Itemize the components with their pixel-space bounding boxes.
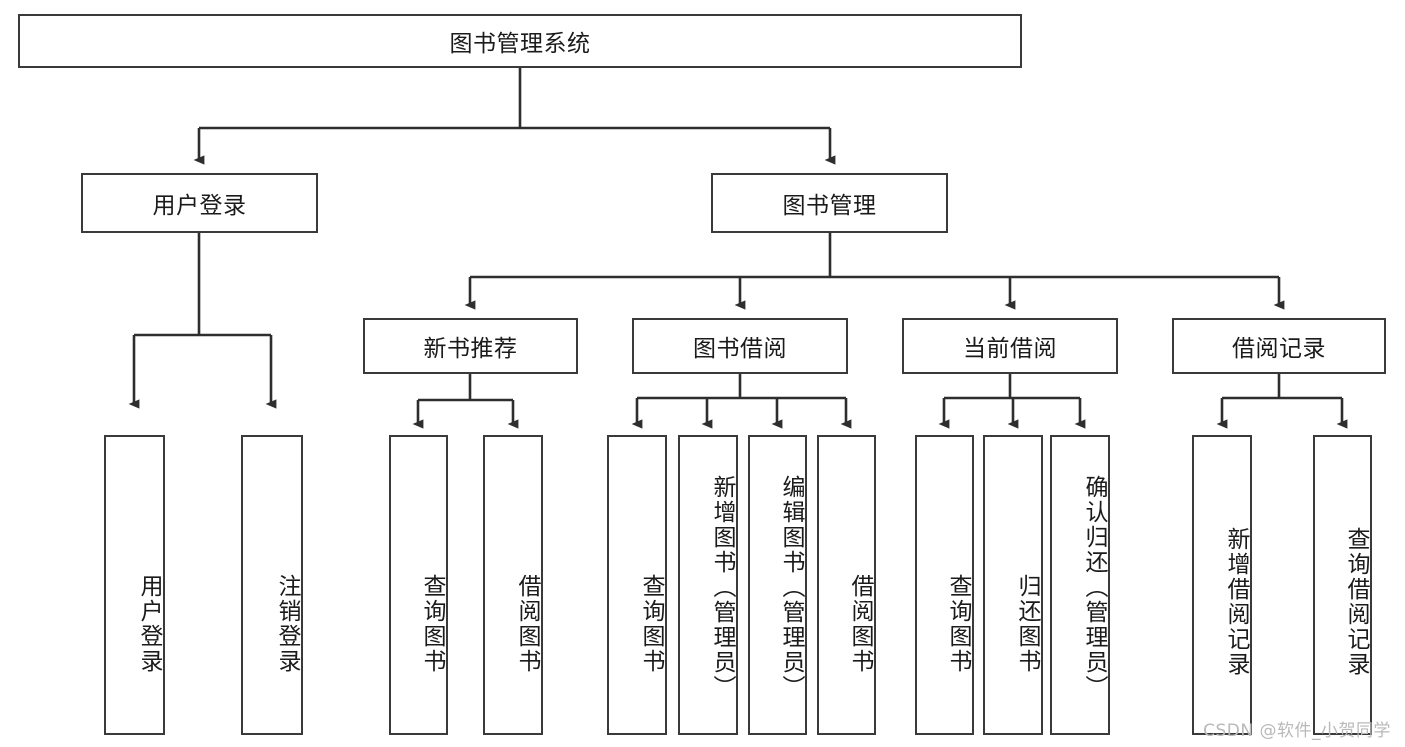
leaf-recommend-borrow-book[interactable]: 借阅图书: [483, 435, 543, 735]
node-book-borrow[interactable]: 图书借阅: [632, 318, 848, 374]
node-new-book-recommend[interactable]: 新书推荐: [363, 318, 578, 374]
csdn-watermark: CSDN @软件_小贺同学: [1203, 721, 1391, 741]
leaf-current-query-book[interactable]: 查询图书: [915, 435, 974, 735]
leaf-borrow-add-book-admin[interactable]: 新增图书（管理员）: [678, 435, 738, 735]
leaf-borrow-edit-book-admin[interactable]: 编辑图书（管理员）: [748, 435, 807, 735]
leaf-borrow-query-book[interactable]: 查询图书: [607, 435, 667, 735]
node-root-system[interactable]: 图书管理系统: [18, 14, 1022, 68]
node-current-borrow[interactable]: 当前借阅: [902, 318, 1118, 374]
leaf-record-add-record[interactable]: 新增借阅记录: [1192, 435, 1252, 735]
node-book-management[interactable]: 图书管理: [711, 173, 948, 233]
leaf-recommend-query-book[interactable]: 查询图书: [389, 435, 448, 735]
node-borrow-record[interactable]: 借阅记录: [1172, 318, 1386, 374]
leaf-user-login-logout[interactable]: 注销登录: [241, 435, 303, 735]
leaf-record-query-record[interactable]: 查询借阅记录: [1313, 435, 1372, 735]
leaf-user-login-login[interactable]: 用户登录: [104, 435, 165, 735]
leaf-current-return-book[interactable]: 归还图书: [983, 435, 1043, 735]
node-user-login[interactable]: 用户登录: [81, 173, 318, 233]
leaf-borrow-borrow-book[interactable]: 借阅图书: [817, 435, 876, 735]
leaf-current-confirm-return-admin[interactable]: 确认归还（管理员）: [1050, 435, 1110, 735]
